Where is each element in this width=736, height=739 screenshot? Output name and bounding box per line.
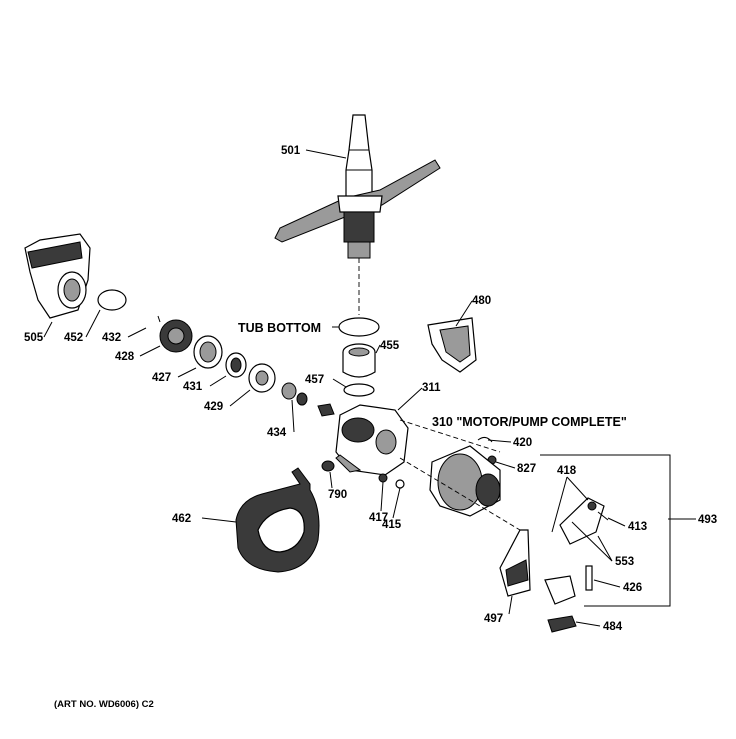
switch-418 (559, 497, 605, 545)
callout-420: 420 (513, 437, 532, 449)
callout-417: 417 (369, 512, 388, 524)
part-415 (395, 479, 405, 489)
callout-434: 434 (267, 427, 287, 439)
spring-413 (597, 511, 609, 521)
callout-432: 432 (102, 332, 121, 344)
callout-426: 426 (623, 582, 642, 594)
seal-455 (342, 343, 376, 378)
tub-bottom-label: TUB BOTTOM (238, 321, 321, 335)
clamp-457 (343, 383, 375, 397)
impeller-428 (157, 315, 193, 353)
callout-484: 484 (603, 621, 623, 633)
callout-501: 501 (281, 145, 301, 157)
switch-block (544, 575, 576, 605)
callout-462: 462 (172, 513, 191, 525)
art-number: (ART NO. WD6006) C2 (54, 699, 154, 710)
callout-452: 452 (64, 332, 83, 344)
callout-480: 480 (472, 295, 491, 307)
part-420 (477, 436, 493, 443)
part-426 (585, 565, 593, 591)
callout-431: 431 (183, 381, 203, 393)
bracket-497 (499, 529, 531, 597)
callout-418: 418 (557, 465, 577, 477)
callout-429: 429 (204, 401, 223, 413)
pump-housing-311 (335, 404, 409, 476)
callout-497: 497 (484, 613, 503, 625)
callout-415: 415 (382, 519, 402, 531)
part-484 (547, 615, 577, 633)
callout-427: 427 (152, 372, 171, 384)
callout-311: 311 (422, 382, 441, 394)
clamp-452 (97, 289, 127, 311)
part-417 (378, 473, 388, 483)
washer-434 (281, 382, 297, 400)
spray-arm-501 (274, 114, 441, 259)
tub-bottom-ring (338, 317, 380, 337)
spring-790 (321, 460, 335, 472)
callout-428: 428 (115, 351, 135, 363)
callout-455: 455 (380, 340, 400, 352)
screw (317, 403, 335, 417)
motor-310 (429, 445, 501, 517)
motor-pump-label: 310 "MOTOR/PUMP COMPLETE" (432, 415, 627, 429)
callout-790: 790 (328, 489, 347, 501)
callout-827: 827 (517, 463, 536, 475)
callout-553: 553 (615, 556, 634, 568)
callout-457: 457 (305, 374, 324, 386)
bracket-493 (540, 454, 671, 607)
inlet-505 (24, 233, 91, 319)
callout-505: 505 (24, 332, 44, 344)
callout-413: 413 (628, 521, 647, 533)
callout-493: 493 (698, 514, 717, 526)
